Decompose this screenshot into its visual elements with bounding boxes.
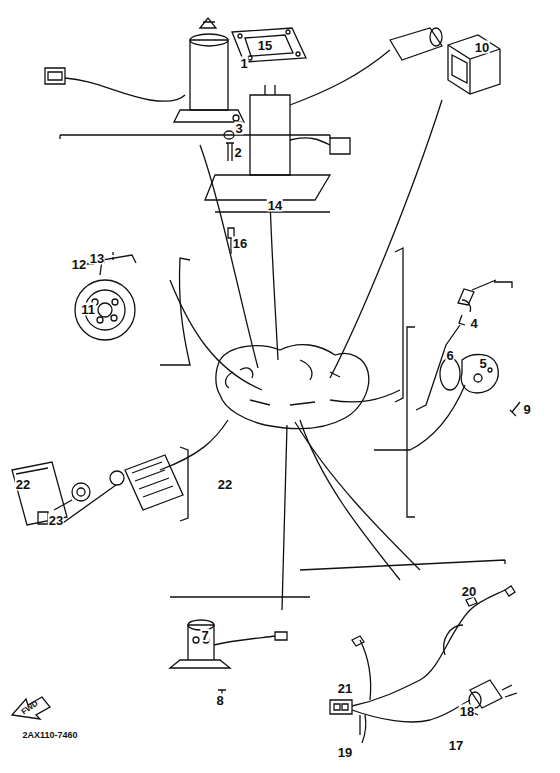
callout-number: 6 [445,349,454,362]
callout-number: 8 [215,694,224,707]
callout-number: 11 [80,303,96,316]
callout-number: 23 [48,514,64,527]
callout-number: 1 [239,57,248,70]
callout-number: 14 [267,199,283,212]
callout-number: 15 [257,39,273,52]
callout-number: 9 [522,403,531,416]
callout-number: 21 [337,682,353,695]
callout-number: 17 [448,739,464,752]
callout-number: 3 [234,122,243,135]
callout-number: 18 [459,705,475,718]
callout-number: 4 [469,317,478,330]
callout-number: 22 [217,478,233,491]
callout-number: 7 [200,629,209,642]
callout-number: 10 [474,41,490,54]
callout-number: 16 [232,237,248,250]
callout-number: 5 [478,357,487,370]
callout-number: 20 [461,585,477,598]
callout-number: 12 [71,258,87,271]
callout-number: 19 [337,746,353,759]
callout-number: 13 [89,252,105,265]
callout-number: 2 [233,146,242,159]
diagram-marking: 2AX110-7460 [21,731,78,740]
callout-number: 22 [15,478,31,491]
